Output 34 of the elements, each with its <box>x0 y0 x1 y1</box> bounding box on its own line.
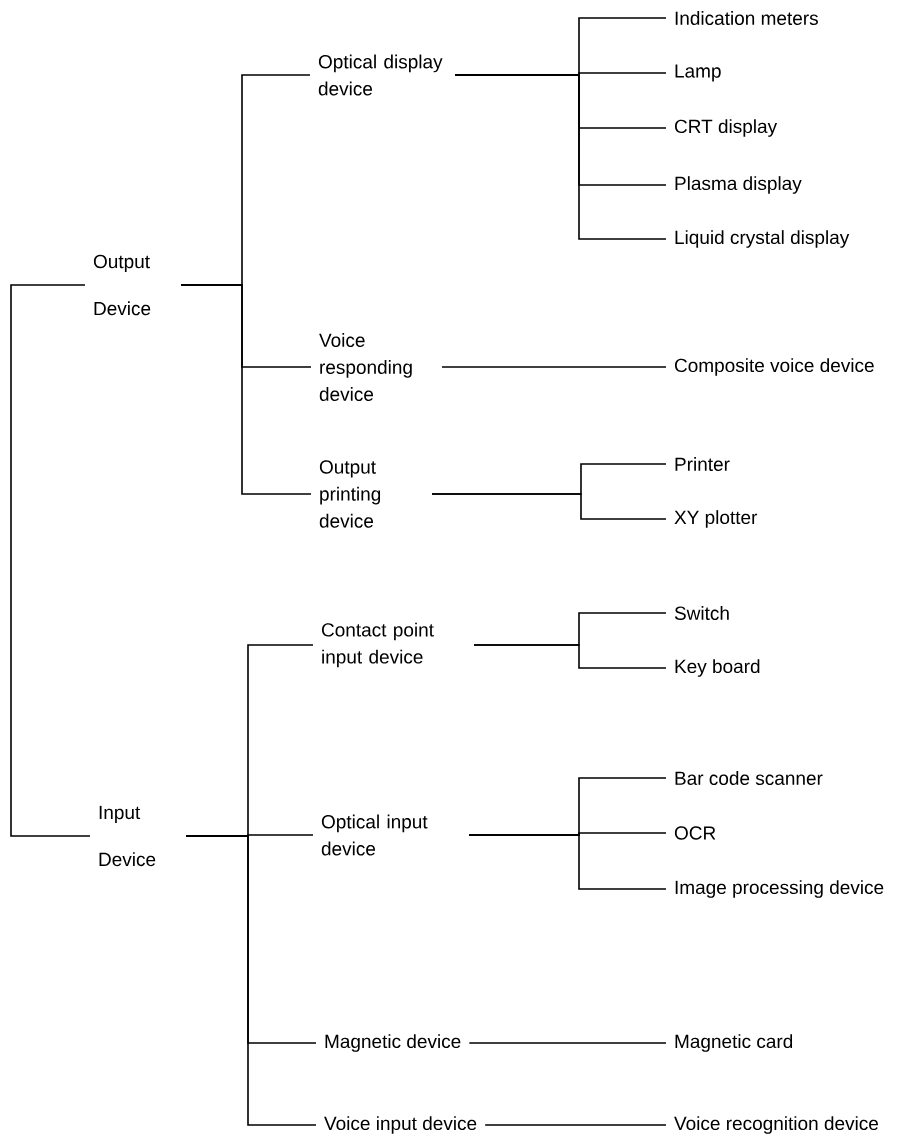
connector-line <box>454 74 667 240</box>
connector-line <box>468 834 667 890</box>
item-label: Liquid crystal display <box>675 230 850 248</box>
item-label: Bar code scanner <box>675 771 823 785</box>
category-label: Optical display device <box>318 54 443 96</box>
connector-line <box>431 493 667 520</box>
item-label: CRT display <box>674 119 778 137</box>
item-label: Switch <box>674 606 729 620</box>
item-label: Image processing device <box>675 880 884 898</box>
connector-line <box>473 644 667 669</box>
category-label: Input Device <box>99 805 156 867</box>
connector-line <box>185 835 317 1126</box>
category-label: Output printing device <box>319 460 381 528</box>
item-label: Lamp <box>675 64 721 82</box>
category-label: Magnetic device <box>325 1034 461 1052</box>
category-label: Optical input device <box>321 814 428 856</box>
item-label: OCR <box>674 826 716 840</box>
item-label: Composite voice device <box>674 358 874 376</box>
connector-line <box>180 284 312 495</box>
item-label: Plasma display <box>675 176 802 194</box>
item-label: Key board <box>675 659 760 677</box>
item-label: Indication meters <box>675 11 818 25</box>
category-label: Voice input device <box>324 1116 477 1134</box>
connector-line <box>468 1042 667 1044</box>
category-label: Voice responding device <box>319 333 412 401</box>
connector-line <box>441 366 667 368</box>
category-label: Contact point input device <box>321 622 434 668</box>
item-label: XY plotter <box>674 510 758 528</box>
item-label: Voice recognition device <box>674 1116 878 1134</box>
category-label: Output Device <box>93 254 151 316</box>
connector-line <box>10 284 91 837</box>
connector-line <box>484 1124 667 1126</box>
item-label: Printer <box>675 457 730 471</box>
item-label: Magnetic card <box>675 1034 793 1052</box>
